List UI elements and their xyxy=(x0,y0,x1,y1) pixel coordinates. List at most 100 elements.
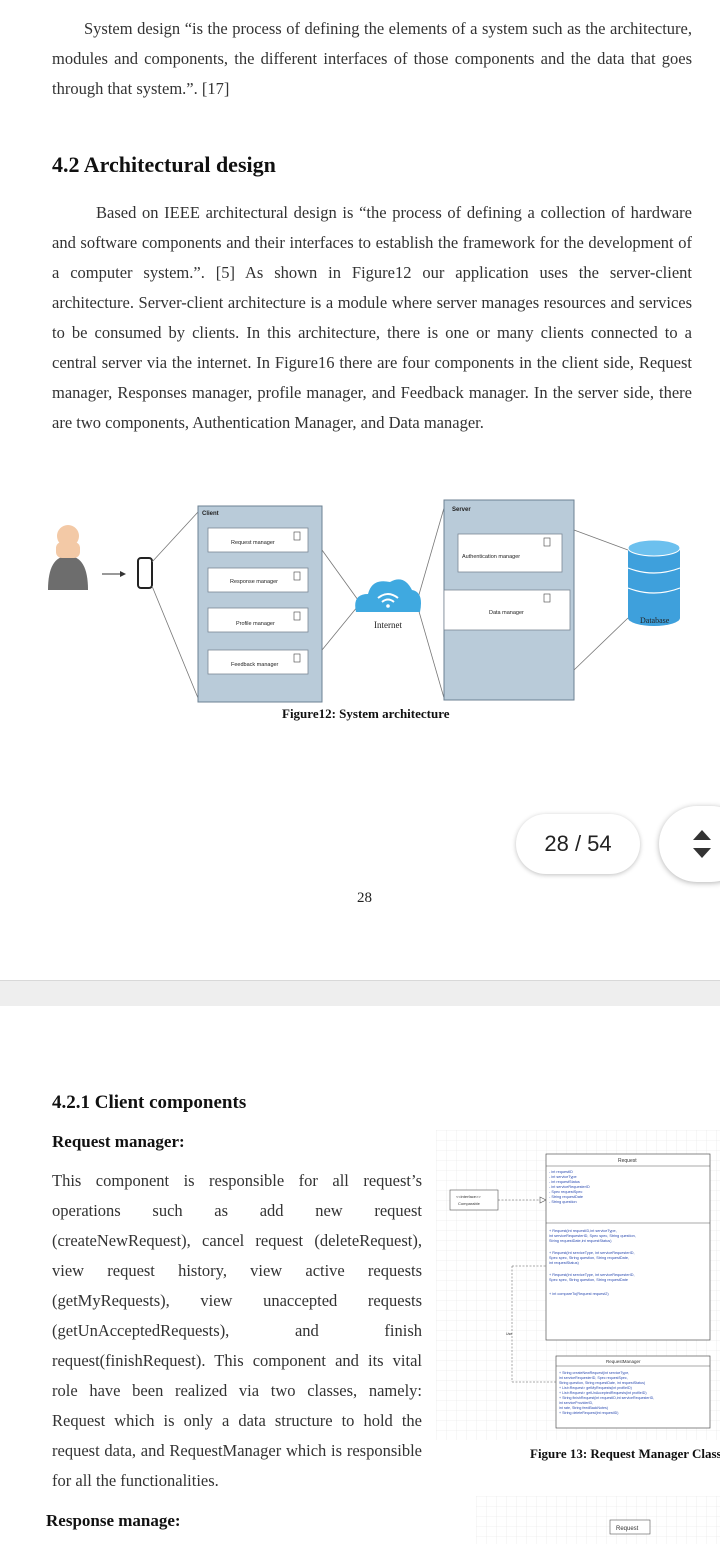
wifi-arc-inner xyxy=(381,598,395,603)
request-field: - Spec requestSpec xyxy=(549,1190,582,1194)
db-ring-2 xyxy=(627,587,681,594)
request-method: + int compareTo(Request request2) xyxy=(549,1292,609,1296)
pdf-page-29: 4.2.1 Client components Request manager:… xyxy=(0,1006,720,1544)
page-separator xyxy=(0,980,720,1008)
fast-scroll-handle[interactable] xyxy=(659,806,720,882)
client-component-feedback: Feedback manager xyxy=(207,649,309,675)
manager-method: int serviceProviderID, xyxy=(559,1401,593,1405)
component-icon xyxy=(293,531,301,541)
manager-method: + List<Request> getMyRequests(int profil… xyxy=(559,1386,632,1390)
db-top xyxy=(627,539,681,557)
component-label: Request manager xyxy=(231,540,275,546)
page-indicator: 28 / 54 xyxy=(516,814,640,874)
client-component-request: Request manager xyxy=(207,527,309,553)
server-label: Server xyxy=(452,507,471,513)
intro-paragraph: System design “is the process of definin… xyxy=(52,19,692,98)
user-head xyxy=(57,525,79,547)
component-icon xyxy=(543,537,551,547)
diagram-grid xyxy=(476,1496,720,1544)
system-architecture-figure: Client Request manager Response manager … xyxy=(48,499,681,703)
page-number: 28 xyxy=(357,890,372,906)
request-field: - String question xyxy=(549,1200,577,1204)
component-icon xyxy=(293,653,301,663)
request-field: - String requestDate xyxy=(549,1195,583,1199)
response-manager-heading: Response manage: xyxy=(46,1511,181,1530)
manager-method: String question, String requestDate, int… xyxy=(559,1381,645,1385)
wifi-dot xyxy=(386,604,390,608)
component-label: Response manager xyxy=(230,579,278,585)
client-component-response: Response manager xyxy=(207,567,309,593)
interface-box xyxy=(449,1189,499,1211)
component-box xyxy=(207,649,309,675)
implements-arrow xyxy=(539,1196,547,1204)
manager-method: int rate, String feedBackNotes) xyxy=(559,1406,608,1410)
component-box xyxy=(207,607,309,633)
cloud-shape xyxy=(355,579,421,612)
figure13-caption: Figure 13: Request Manager Class xyxy=(530,1446,720,1461)
request-method: int serviceRequesterID, Spec spec, Strin… xyxy=(549,1234,636,1238)
cloud-server-line-2 xyxy=(417,607,445,699)
interface-name: Comparable xyxy=(458,1201,481,1206)
request-manager-class-diagram: <<interface>> Comparable Request - int r… xyxy=(436,1130,720,1440)
client-cloud-line-2 xyxy=(321,605,359,651)
server-db-line-1 xyxy=(573,529,629,551)
manager-method: + String deleteRequest(int requestID) xyxy=(559,1411,618,1415)
request-method: + Request(int serviceType, int serviceRe… xyxy=(549,1273,635,1277)
user-neck xyxy=(56,542,80,558)
db-bottom xyxy=(628,610,680,626)
manager-method: + List<Request> getUnAcceptedRequests(in… xyxy=(559,1391,647,1395)
request-manager-class-box xyxy=(555,1355,711,1429)
user-icon xyxy=(48,525,88,590)
request-method: String requestDate,int requestStatus) xyxy=(549,1239,612,1243)
database-icon xyxy=(627,539,681,626)
scroll-down-icon xyxy=(693,848,711,858)
component-box xyxy=(207,567,309,593)
internet-cloud-icon xyxy=(355,579,421,612)
pdf-page-28: System design “is the process of definin… xyxy=(48,19,692,906)
server-component-data: Data manager xyxy=(443,589,571,631)
component-box xyxy=(443,589,571,631)
db-body xyxy=(628,548,680,618)
request-field: - int serviceType xyxy=(549,1175,577,1179)
component-box xyxy=(207,527,309,553)
request-field: - int requestStatus xyxy=(549,1180,580,1184)
request-method: + Request(int serviceType, int serviceRe… xyxy=(549,1251,635,1255)
wifi-arc-outer xyxy=(377,593,399,599)
manager-method: + String finishRequest(int requestID,int… xyxy=(559,1396,654,1400)
request-method: Spec spec, String question, String reque… xyxy=(549,1256,629,1260)
next-request-label: Request xyxy=(616,1526,639,1532)
request-method: Spec spec, String question, String reque… xyxy=(549,1278,628,1282)
request-field: - int requestID xyxy=(549,1170,573,1174)
figure12-caption: Figure12: System architecture xyxy=(282,706,450,721)
phone-icon xyxy=(137,557,153,589)
server-db-line-2 xyxy=(573,617,629,671)
client-component-profile: Profile manager xyxy=(207,607,309,633)
request-method: + Request(int requestID,int serviceType, xyxy=(549,1229,617,1233)
scroll-up-icon xyxy=(693,830,711,840)
internet-label: Internet xyxy=(374,620,402,630)
component-label: Profile manager xyxy=(236,621,275,627)
request-class-title: Request xyxy=(618,1158,637,1164)
manager-method: + String createNewRequest(int serviceTyp… xyxy=(559,1371,629,1375)
user-body xyxy=(48,556,88,590)
connector-bottom xyxy=(151,585,199,699)
component-icon xyxy=(293,571,301,581)
connector-top xyxy=(151,511,199,563)
component-icon xyxy=(543,593,551,603)
use-label: Use xyxy=(506,1332,512,1336)
cloud-server-line-1 xyxy=(417,507,445,599)
request-manager-heading: Request manager: xyxy=(52,1132,185,1151)
arrow-head xyxy=(120,571,126,577)
server-component-auth: Authentication manager xyxy=(457,533,563,573)
client-label: Client xyxy=(202,511,219,517)
database-label: Database xyxy=(640,616,670,625)
component-box xyxy=(457,533,563,573)
db-ring-1 xyxy=(627,567,681,574)
request-manager-paragraph: This component is responsible for all re… xyxy=(52,1171,422,1490)
component-icon xyxy=(293,611,301,621)
section-title: 4.2 Architectural design xyxy=(52,152,276,177)
next-request-box xyxy=(609,1519,651,1535)
interface-stereotype: <<interface>> xyxy=(456,1194,481,1199)
manager-method: int serviceRequesterID, Spec requestSpec… xyxy=(559,1376,628,1380)
architecture-paragraph: Based on IEEE architectural design is “t… xyxy=(52,203,692,432)
